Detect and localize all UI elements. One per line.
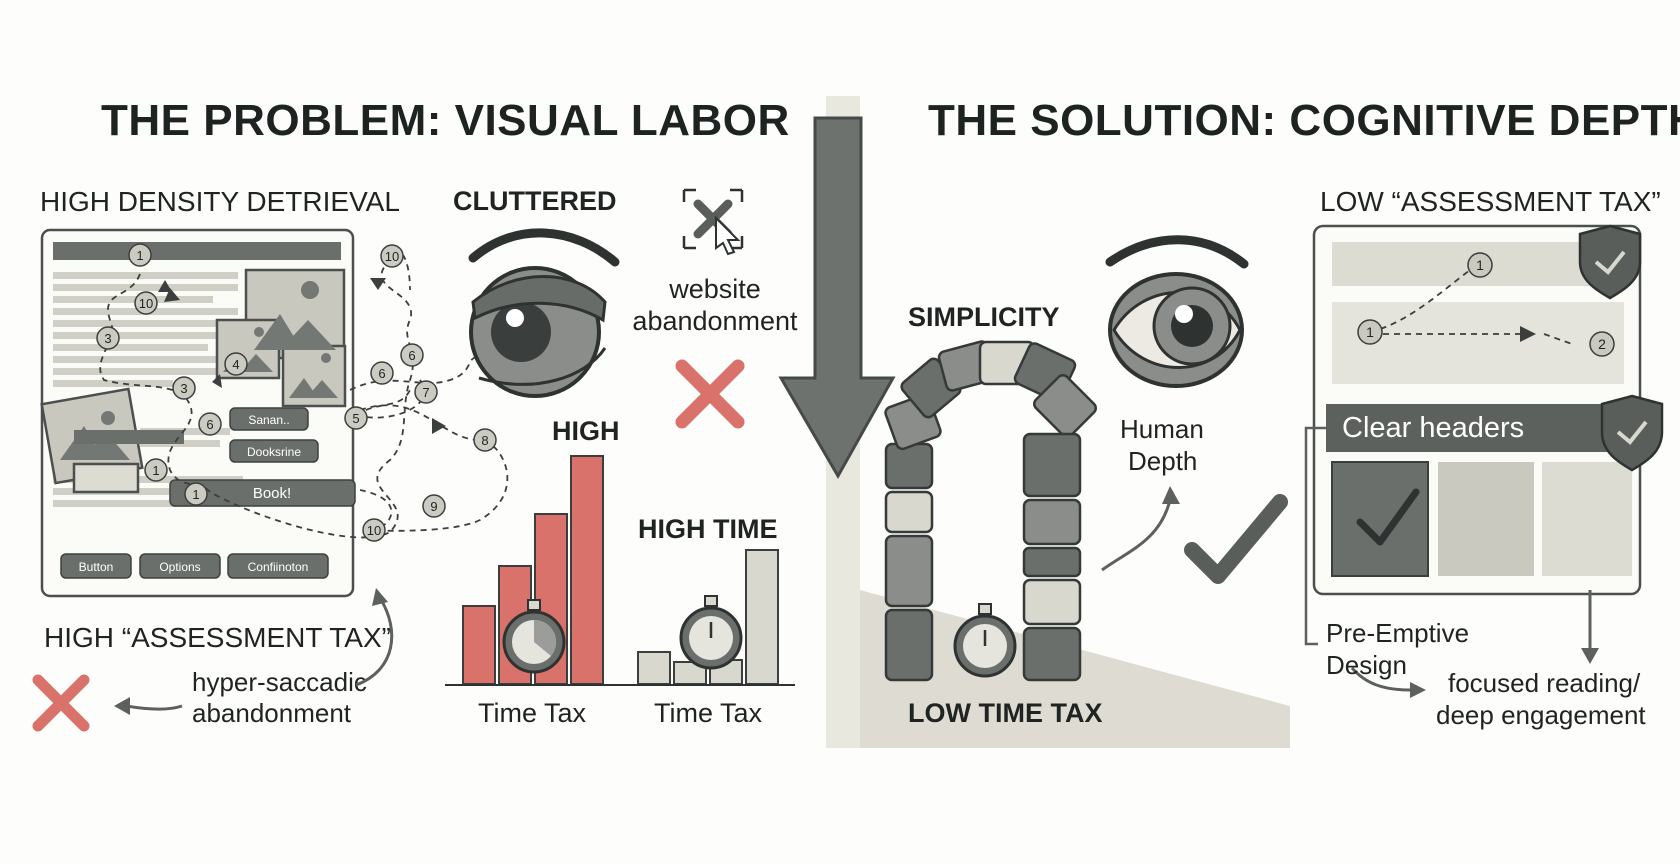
stopwatch-icon (679, 595, 743, 670)
cluttered-page: Sanan.. Dooksrine Book! Button Options C… (40, 228, 356, 598)
problem-title: THE PROBLEM: VISUAL LABOR (101, 96, 790, 145)
path-number: 9 (430, 499, 437, 514)
abandon-text-line1: website (669, 274, 761, 304)
path-number: 1 (1476, 257, 1484, 273)
arrows-left (114, 588, 394, 715)
human-line2: Depth (1128, 446, 1198, 476)
path-number: 5 (352, 411, 359, 426)
stopwatch-icon (953, 603, 1017, 678)
checkmark-icon (1184, 494, 1288, 584)
x-mark-icon (32, 674, 90, 732)
ui-button-label: Sanan.. (248, 413, 289, 427)
clear-headers-bar (1326, 404, 1646, 452)
path-number: 6 (206, 417, 213, 432)
simplicity-label: SIMPLICITY (908, 302, 1060, 332)
path-number: 3 (104, 331, 111, 346)
path-number: 1 (152, 463, 159, 478)
time-tax-label-1: Time Tax (478, 698, 587, 728)
abandon-text-line2: abandonment (632, 306, 798, 336)
path-number: 10 (367, 523, 381, 538)
stopwatch-icon (502, 599, 566, 674)
arrow-down-icon (778, 116, 896, 480)
flow-arrows (1304, 426, 1599, 698)
clear-headers-label: Clear headers (1342, 412, 1525, 444)
density-label: HIGH DENSITY DETRIEVAL (40, 186, 400, 217)
path-number: 1 (192, 487, 199, 502)
assessment-tax-label: HIGH “ASSESSMENT TAX” (44, 622, 391, 653)
pre-emptive-line2: Design (1326, 650, 1407, 680)
high-label: HIGH (552, 416, 620, 446)
arch-icon (884, 340, 1097, 682)
path-number: 6 (408, 348, 415, 363)
path-number: 1 (1366, 324, 1374, 340)
low-assessment-label: LOW “ASSESSMENT TAX” (1320, 186, 1661, 217)
path-number: 8 (481, 433, 488, 448)
time-tax-bars (445, 455, 795, 686)
shield-check-icon (1578, 224, 1642, 300)
time-tax-label-2: Time Tax (654, 698, 763, 728)
ui-button-label: Confiinoton (248, 560, 309, 574)
cursor-x-icon (682, 188, 744, 256)
path-number: 3 (180, 381, 187, 396)
path-number: 2 (1598, 336, 1606, 352)
saccadic-line2: abandonment (192, 698, 352, 728)
ui-button-label: Button (79, 560, 114, 574)
ui-button-label: Options (159, 560, 200, 574)
path-number: 6 (378, 366, 385, 381)
arrow-up-curve (1101, 486, 1180, 572)
focused-line1: focused reading/ (1448, 668, 1641, 698)
focused-line2: deep engagement (1436, 700, 1646, 730)
high-time-label: HIGH TIME (638, 514, 778, 544)
path-number: 4 (232, 357, 239, 372)
cluttered-label: CLUTTERED (453, 186, 617, 216)
path-number: 7 (422, 385, 429, 400)
ui-button-label: Dooksrine (247, 445, 301, 459)
human-line1: Human (1120, 414, 1204, 444)
solution-title: THE SOLUTION: COGNITIVE DEPTH (928, 96, 1680, 145)
saccade-path: 1 10 3 4 3 6 1 10 6 6 5 7 8 9 10 1 (96, 243, 509, 542)
pre-emptive-line1: Pre-Emptive (1326, 618, 1470, 648)
path-number: 10 (139, 296, 153, 311)
path-number: 1 (136, 248, 143, 263)
saccadic-line1: hyper-saccadic (192, 667, 367, 697)
eye-icon (468, 228, 620, 398)
path-number: 10 (385, 249, 399, 264)
eye-icon (1105, 235, 1249, 388)
low-time-tax-label: LOW TIME TAX (908, 698, 1103, 728)
ui-button-label: Book! (253, 485, 291, 502)
x-mark-icon (675, 359, 745, 429)
shield-check-icon (1600, 394, 1664, 472)
